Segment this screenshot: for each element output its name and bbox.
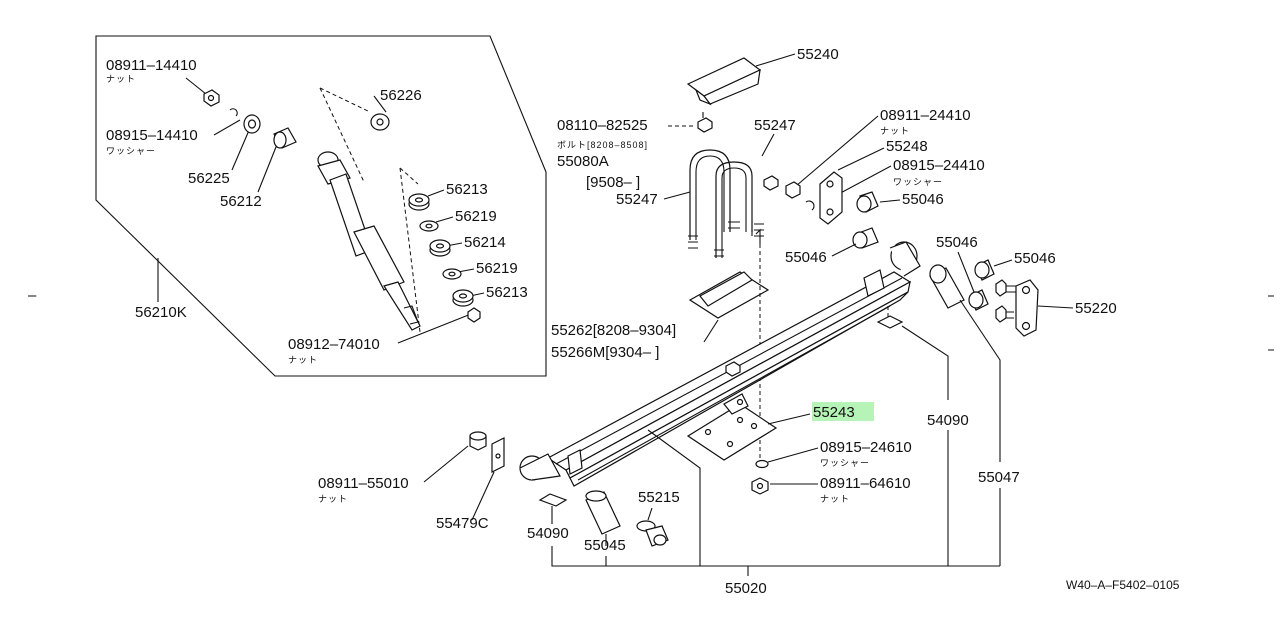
callout-56219-upper[interactable]: 56219 bbox=[455, 208, 497, 225]
diagram-code: W40–A–F5402–0105 bbox=[1066, 578, 1180, 592]
callout-56214[interactable]: 56214 bbox=[464, 234, 506, 251]
callout-55020[interactable]: 55020 bbox=[725, 580, 767, 597]
callout-55247-lower[interactable]: 55247 bbox=[616, 191, 658, 208]
callout-08911-24410[interactable]: 08911–24410 bbox=[880, 107, 971, 124]
washer-icon bbox=[229, 108, 238, 117]
nut-icon bbox=[469, 431, 487, 451]
callout-55080A-range: [9508– ] bbox=[586, 174, 640, 191]
shock-absorber-icon bbox=[317, 151, 421, 331]
bushing-icon bbox=[243, 114, 261, 134]
callout-55046-d[interactable]: 55046 bbox=[1014, 250, 1056, 267]
callout-08915-24410-sub: ワッシャー bbox=[893, 177, 943, 187]
spring-seat-icon bbox=[688, 271, 770, 319]
nut-icon bbox=[203, 89, 220, 107]
callout-08915-14410-sub: ワッシャー bbox=[106, 146, 156, 156]
callout-55215[interactable]: 55215 bbox=[638, 489, 680, 506]
callout-55243[interactable]: 55243 bbox=[813, 404, 855, 421]
callout-08912-74010-sub: ナット bbox=[288, 355, 318, 365]
callout-55046-a[interactable]: 55046 bbox=[902, 191, 944, 208]
edge-ticks bbox=[1268, 295, 1274, 351]
cushion-stack bbox=[408, 193, 481, 323]
callout-08912-74010[interactable]: 08912–74010 bbox=[288, 336, 380, 353]
callout-55220[interactable]: 55220 bbox=[1075, 300, 1117, 317]
callout-08911-64610-sub: ナット bbox=[820, 494, 850, 504]
callout-55266M[interactable]: 55266M[9304– ] bbox=[551, 344, 659, 361]
callout-56212[interactable]: 56212 bbox=[220, 193, 262, 210]
callout-56210K[interactable]: 56210K bbox=[135, 304, 187, 321]
spring-plate-icon bbox=[686, 393, 778, 461]
edge-mark: – bbox=[28, 287, 37, 304]
callout-56219-lower[interactable]: 56219 bbox=[476, 260, 518, 277]
bushing-icon bbox=[585, 490, 621, 535]
callout-55479C[interactable]: 55479C bbox=[436, 515, 489, 532]
shock-absorber-panel bbox=[95, 35, 547, 377]
callout-08110-82525[interactable]: 08110–82525 bbox=[557, 117, 648, 134]
bushing-icon bbox=[273, 127, 297, 149]
bolt-icon bbox=[697, 112, 713, 133]
bumper-stopper-icon bbox=[686, 57, 762, 106]
callout-55247-upper[interactable]: 55247 bbox=[754, 117, 796, 134]
pad-icon bbox=[876, 315, 904, 329]
callout-08911-55010[interactable]: 08911–55010 bbox=[318, 475, 409, 492]
callout-56225[interactable]: 56225 bbox=[188, 170, 230, 187]
callout-55240[interactable]: 55240 bbox=[797, 46, 839, 63]
pin-bolt-icon bbox=[636, 520, 669, 547]
shackle-parts bbox=[763, 171, 879, 249]
u-bolt-icon bbox=[688, 149, 764, 258]
shackle-plate-icon bbox=[929, 259, 1039, 337]
callout-54090-left[interactable]: 54090 bbox=[527, 525, 569, 542]
callout-08915-14410[interactable]: 08915–14410 bbox=[106, 127, 198, 144]
bracket-icon bbox=[491, 437, 505, 473]
callout-56226[interactable]: 56226 bbox=[380, 87, 422, 104]
callout-08915-24610[interactable]: 08915–24610 bbox=[820, 439, 912, 456]
callout-56213-upper[interactable]: 56213 bbox=[446, 181, 488, 198]
callout-55047[interactable]: 55047 bbox=[978, 469, 1020, 486]
callout-08915-24610-sub: ワッシャー bbox=[820, 458, 870, 468]
callout-55248[interactable]: 55248 bbox=[886, 138, 928, 155]
callout-56213-lower[interactable]: 56213 bbox=[486, 284, 528, 301]
callout-55045[interactable]: 55045 bbox=[584, 537, 626, 554]
callout-08911-24410-sub: ナット bbox=[880, 126, 910, 136]
callout-08911-14410-sub: ナット bbox=[106, 74, 136, 84]
washer-icon bbox=[370, 113, 390, 131]
callout-55262[interactable]: 55262[8208–9304] bbox=[551, 322, 676, 339]
callout-55080A[interactable]: 55080A bbox=[557, 153, 609, 170]
callout-08911-14410[interactable]: 08911–14410 bbox=[106, 57, 197, 74]
nut-icon bbox=[751, 477, 769, 495]
washer-icon bbox=[755, 459, 769, 469]
highlight-55243 bbox=[812, 402, 874, 421]
callout-08911-64610[interactable]: 08911–64610 bbox=[820, 475, 911, 492]
callout-08911-55010-sub: ナット bbox=[318, 494, 348, 504]
callout-54090-right[interactable]: 54090 bbox=[927, 412, 969, 429]
pad-icon bbox=[538, 493, 568, 507]
callout-55046-c[interactable]: 55046 bbox=[936, 234, 978, 251]
callout-55046-b[interactable]: 55046 bbox=[785, 249, 827, 266]
callout-08915-24410[interactable]: 08915–24410 bbox=[893, 157, 985, 174]
leaf-spring-icon bbox=[519, 241, 921, 487]
callout-08110-82525-sub: ボルト[8208–8508] bbox=[557, 140, 648, 150]
